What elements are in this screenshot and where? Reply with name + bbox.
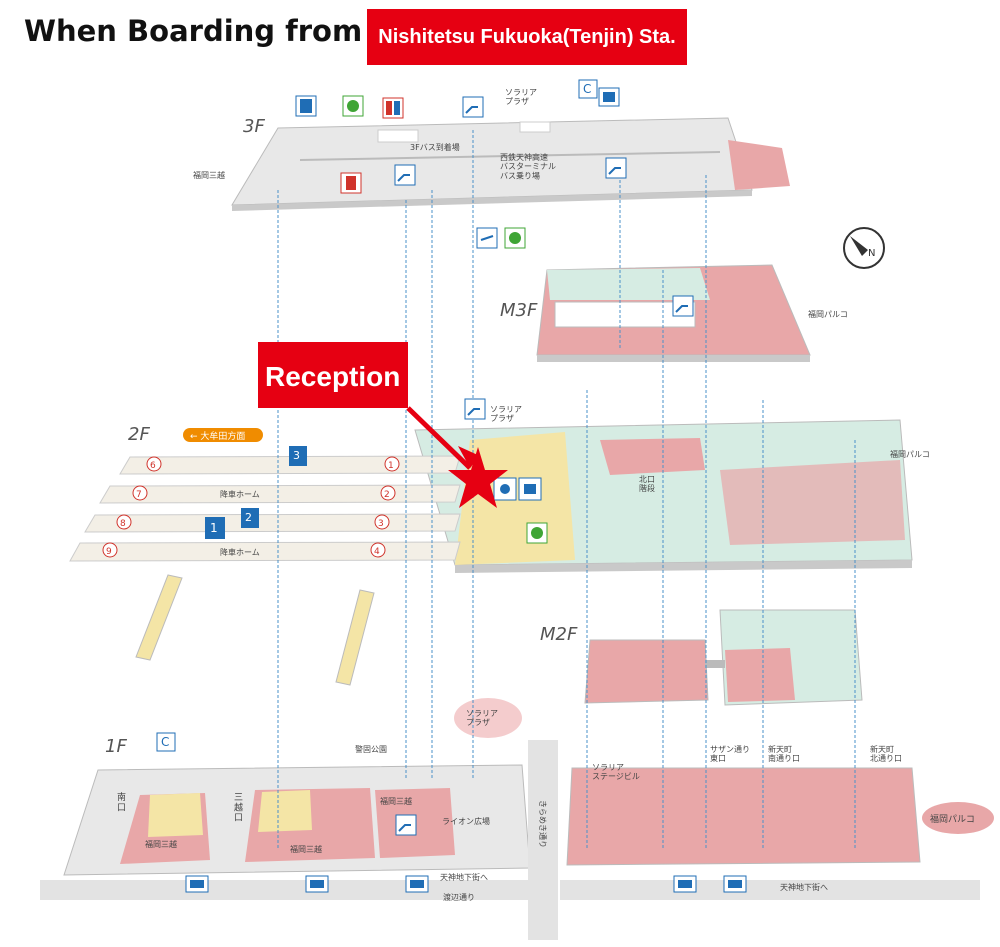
ticket-icon	[518, 477, 542, 501]
escalator-icon	[394, 164, 416, 186]
page-title: When Boarding from	[24, 14, 363, 48]
parco-m3f-label: 福岡パルコ	[808, 310, 848, 319]
svg-text:2: 2	[384, 490, 390, 500]
svg-text:7: 7	[136, 490, 142, 500]
mitsukoshi-1f-label: 福岡三越	[145, 839, 177, 849]
svg-text:1: 1	[210, 521, 218, 535]
info-icon	[493, 477, 517, 501]
platform-3-badge: 3	[289, 446, 307, 466]
restroom-icon	[382, 97, 404, 119]
compass-icon: N	[843, 227, 885, 269]
sazan-east-exit-label: サザン通り東口	[710, 744, 750, 763]
bus-icon	[305, 875, 329, 893]
escalator-icon	[672, 295, 694, 317]
keigo-park-label: 警固公園	[355, 744, 387, 754]
svg-text:4: 4	[374, 547, 380, 557]
floor-label-2f: 2F	[128, 424, 150, 445]
svg-text:3: 3	[293, 449, 300, 462]
svg-text:C: C	[583, 82, 591, 96]
svg-text:8: 8	[120, 519, 126, 529]
shintencho-south-exit-label: 新天町南通り口	[768, 744, 800, 763]
svg-text:福岡パルコ: 福岡パルコ	[930, 813, 975, 825]
floor-m3f: M3F 福岡パルコ N	[500, 227, 885, 362]
shintencho-north-exit-label: 新天町北通り口	[870, 744, 902, 763]
watanabe-dori-label: 渡辺通り	[443, 892, 475, 902]
svg-text:9: 9	[106, 547, 112, 557]
floor-label-m2f: M2F	[540, 624, 578, 645]
floor-label-1f: 1F	[105, 736, 127, 757]
solaria-plaza-2f-label: ソラリアプラザ	[490, 405, 522, 423]
parco-2f-label: 福岡パルコ	[890, 450, 930, 459]
station-badge: Nishitetsu Fukuoka(Tenjin) Sta.	[367, 9, 687, 65]
reception-star-icon	[448, 447, 508, 508]
floor-m2f: M2F	[540, 609, 863, 706]
svg-text:← 大牟田方面: ← 大牟田方面	[190, 430, 245, 442]
vertical-connectors	[277, 130, 856, 850]
platform-1-badge: 1	[205, 517, 225, 539]
platform-numbers-left: 6 7 8 9	[102, 456, 162, 558]
platform-2-badge: 2	[241, 508, 259, 528]
mitsukoshi-1f-label: 福岡三越	[290, 844, 322, 854]
kirameki-dori-label: きらめき通り	[538, 800, 548, 848]
platform-numbers-right: 1 2 3 4	[370, 456, 400, 558]
alighting-platform-label: 降車ホーム	[220, 489, 260, 499]
accessible-icon	[526, 522, 548, 544]
svg-text:6: 6	[150, 461, 156, 471]
bus-icon	[405, 875, 429, 893]
svg-text:3: 3	[378, 519, 384, 529]
mitsukoshi-exit-label: 三越口	[234, 793, 243, 824]
stairway-left	[135, 574, 183, 661]
svg-text:1: 1	[388, 461, 394, 471]
reception-callout: Reception	[258, 342, 508, 508]
stairway-right	[335, 589, 375, 686]
svg-text:2: 2	[245, 511, 252, 524]
smoking-icon	[476, 227, 498, 249]
escalator-icon	[605, 157, 627, 179]
floor-label-3f: 3F	[243, 116, 265, 137]
mitsukoshi-1f-label: 福岡三越	[380, 796, 412, 806]
svg-text:N: N	[868, 248, 875, 259]
south-exit-label: 南口	[117, 791, 126, 813]
restroom-icon	[340, 172, 362, 194]
phone-icon: C	[156, 732, 176, 752]
floor-3f: 3F 3Fバス到着場 福岡三越 西鉄天神高速バスターミナルバス乗り場 ソラリアプ…	[193, 88, 790, 211]
bus-terminal-label: 西鉄天神高速バスターミナルバス乗り場	[500, 152, 556, 180]
elevator-icon	[295, 95, 317, 117]
floor-1f: 1F 警固公園 福岡三越 福岡三越 福岡三越 ライオン広場 南口 三越口 天神地…	[40, 698, 994, 940]
bus-icon	[673, 875, 697, 893]
tenjin-underground-label: 天神地下街へ	[440, 872, 488, 882]
bus-icon	[723, 875, 747, 893]
locker-icon	[598, 87, 620, 107]
svg-text:C: C	[161, 735, 169, 749]
reception-label: Reception	[265, 361, 400, 392]
bus-icon	[185, 875, 209, 893]
escalator-icon	[462, 96, 484, 118]
solaria-stage-label: ソラリアステージビル	[592, 763, 640, 781]
alighting-platform-label: 降車ホーム	[220, 547, 260, 557]
svg-text:ソラリアプラザ: ソラリアプラザ	[466, 709, 498, 727]
escalator-icon	[395, 814, 417, 836]
accessible-icon	[504, 227, 526, 249]
phone-icon: C	[578, 79, 598, 99]
accessible-icon	[342, 95, 364, 117]
mitsukoshi-3f-label: 福岡三越	[193, 170, 225, 180]
parco-1f-bubble: 福岡パルコ	[922, 802, 994, 834]
escalator-icon	[464, 398, 486, 420]
floor-label-m3f: M3F	[500, 300, 538, 321]
solaria-plaza-1f-bubble: ソラリアプラザ	[454, 698, 522, 738]
lion-plaza-label: ライオン広場	[442, 816, 490, 826]
bus-arrival-label: 3Fバス到着場	[410, 142, 460, 152]
omuta-direction-tag: ← 大牟田方面	[183, 428, 263, 442]
tenjin-underground-label: 天神地下街へ	[780, 882, 828, 892]
solaria-plaza-3f-label: ソラリアプラザ	[505, 88, 537, 106]
kitaguchi-stairs-label: 北口階段	[639, 475, 655, 493]
